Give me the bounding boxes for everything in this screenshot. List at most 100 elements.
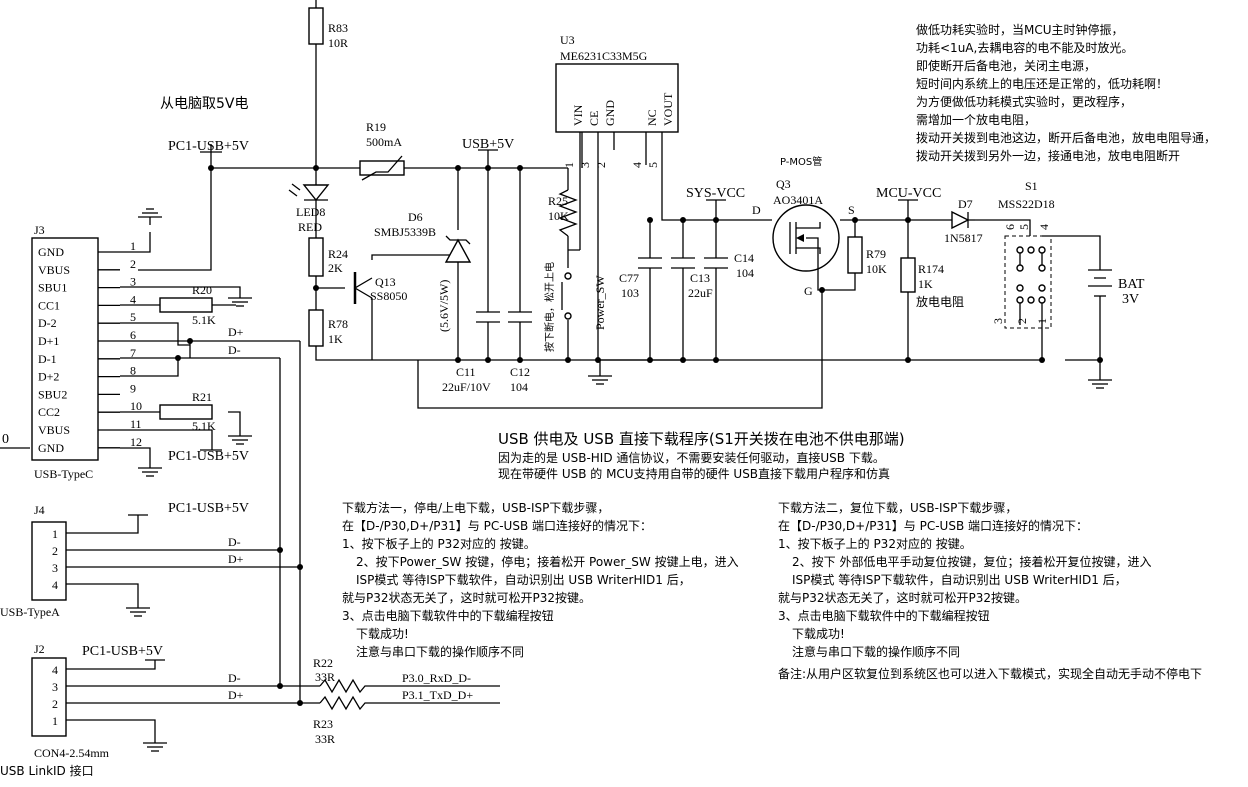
svg-text:MSS22D18: MSS22D18 <box>998 197 1055 211</box>
svg-text:5: 5 <box>646 162 660 168</box>
transistor-q13: Q13 SS8050 <box>353 272 407 304</box>
svg-text:G: G <box>804 284 813 298</box>
svg-text:2: 2 <box>594 162 608 168</box>
resistor-r22: R22 33R <box>313 656 370 694</box>
resistor-r83: R83 10R <box>308 7 348 50</box>
net-labels: 从电脑取5V电 PC1-USB+5V USB+5V SYS-VCC MCU-VC… <box>2 96 941 702</box>
resistor-r78: R78 1K <box>308 309 348 347</box>
svg-text:3V: 3V <box>1122 292 1139 307</box>
svg-text:C77: C77 <box>619 271 639 285</box>
pin-name: D-1 <box>38 352 57 366</box>
svg-text:VOUT: VOUT <box>661 92 675 126</box>
svg-text:R83: R83 <box>328 21 348 35</box>
note-line: 做低功耗实验时，当MCU主时钟停振， <box>916 22 1124 37</box>
svg-text:R21: R21 <box>192 390 212 404</box>
svg-text:R174: R174 <box>918 262 944 276</box>
pmos-q3: P-MOS管 Q3 AO3401A D S G <box>752 155 855 298</box>
svg-text:500mA: 500mA <box>366 135 402 149</box>
capacitor-c12: C12 104 <box>508 311 532 394</box>
svg-text:C14: C14 <box>734 251 754 265</box>
svg-text:CON4-2.54mm: CON4-2.54mm <box>34 746 110 760</box>
note-line: 2、按下 外部低电平手动复位按键，复位；接着松开复位按键，进入 <box>792 554 1151 569</box>
ground-icon <box>587 367 613 385</box>
svg-text:R79: R79 <box>866 247 886 261</box>
note-line: 就与P32状态无关了，这时就可松开P32按键。 <box>342 590 591 605</box>
note-top-right: 做低功耗实验时，当MCU主时钟停振，功耗<1uA,去耦电容的电不能及时放光。即使… <box>916 22 1216 163</box>
ground-icon <box>227 427 253 445</box>
note-line: 在【D-/P30,D+/P31】与 PC-USB 端口连接好的情况下： <box>342 518 652 533</box>
svg-text:5: 5 <box>1017 224 1031 230</box>
svg-text:C11: C11 <box>456 365 476 379</box>
svg-text:D+: D+ <box>228 552 244 566</box>
pin-name: SBU2 <box>38 387 67 401</box>
pin-number: 5 <box>130 310 136 324</box>
svg-text:22uF: 22uF <box>688 286 713 300</box>
note-line: 在【D-/P30,D+/P31】与 PC-USB 端口连接好的情况下： <box>778 518 1088 533</box>
svg-text:USB-TypeA: USB-TypeA <box>0 605 60 619</box>
svg-text:1: 1 <box>562 162 576 168</box>
svg-text:Power_SW: Power_SW <box>593 275 607 330</box>
svg-text:MCU-VCC: MCU-VCC <box>876 186 941 201</box>
svg-text:104: 104 <box>510 380 528 394</box>
svg-text:D+: D+ <box>228 325 244 339</box>
svg-text:1: 1 <box>52 714 58 728</box>
resistor-r21: R21 5.1K <box>159 390 216 433</box>
note-download-method-1: 下载方法一，停电/上电下载，USB-ISP下载步骤，在【D-/P30,D+/P3… <box>342 500 739 659</box>
svg-text:CE: CE <box>587 111 601 126</box>
svg-text:RED: RED <box>298 220 322 234</box>
svg-text:1K: 1K <box>918 277 933 291</box>
note-line: 2、按下Power_SW 按键，停电；接着松开 Power_SW 按键上电，进入 <box>356 554 739 569</box>
svg-text:P3.1_TxD_D+: P3.1_TxD_D+ <box>402 688 473 702</box>
note-line: 1、按下板子上的 P32对应的 按键。 <box>342 536 536 551</box>
junction-dots <box>175 165 1103 706</box>
note-line: ISP模式 等待ISP下载软件，自动识别出 USB WriterHID1 后， <box>792 573 1127 587</box>
svg-text:U3: U3 <box>560 33 575 47</box>
svg-text:VIN: VIN <box>571 104 585 126</box>
resistor-r25: R25 10K <box>548 189 578 237</box>
svg-text:2: 2 <box>1015 318 1029 324</box>
note-line: 功耗<1uA,去耦电容的电不能及时放光。 <box>916 40 1133 55</box>
svg-text:2: 2 <box>52 544 58 558</box>
pin-name: D+2 <box>38 370 59 384</box>
note-line: 拨动开关拨到电池这边，断开后备电池，放电电阻导通， <box>916 130 1216 145</box>
svg-text:放电电阻: 放电电阻 <box>916 294 964 309</box>
power-switch: Power_SW 按下断电，松开上电 <box>543 262 607 352</box>
svg-text:3: 3 <box>52 561 58 575</box>
svg-text:LED8: LED8 <box>296 205 325 219</box>
svg-text:D: D <box>752 203 761 217</box>
svg-text:D-: D- <box>228 671 241 685</box>
svg-text:SMBJ5339B: SMBJ5339B <box>374 225 436 239</box>
note-line: 3、点击电脑下载软件中的下载编程按钮 <box>342 608 554 623</box>
svg-text:P3.0_RxD_D-: P3.0_RxD_D- <box>402 671 471 685</box>
svg-text:PC1-USB+5V: PC1-USB+5V <box>168 501 249 516</box>
note-line: 注意与串口下载的操作顺序不同 <box>356 644 524 659</box>
svg-text:Q13: Q13 <box>375 275 396 289</box>
note-line: 就与P32状态无关了，这时就可松开P32按键。 <box>778 590 1027 605</box>
pin-number: 11 <box>130 417 142 431</box>
svg-text:10K: 10K <box>548 209 569 223</box>
svg-text:P-MOS管: P-MOS管 <box>780 155 822 168</box>
pin-name: VBUS <box>38 263 70 277</box>
svg-text:33R: 33R <box>315 670 335 684</box>
capacitor-c11: C11 22uF/10V <box>442 311 500 394</box>
svg-text:BAT: BAT <box>1118 277 1145 292</box>
capacitor-c13: C13 22uF <box>671 257 713 300</box>
note-line: 短时间内系统上的电压还是正常的，低功耗啊！ <box>916 76 1168 91</box>
diode-d7: D7 1N5817 <box>944 197 983 245</box>
svg-text:PC1-USB+5V: PC1-USB+5V <box>82 644 163 659</box>
svg-text:4: 4 <box>52 663 58 677</box>
svg-text:10K: 10K <box>866 262 887 276</box>
capacitor-c77: C77 103 <box>619 257 662 300</box>
svg-text:6: 6 <box>1003 224 1017 230</box>
resistor-r174: R174 1K 放电电阻 <box>900 257 964 309</box>
ground-icon <box>227 289 253 307</box>
pin-name: CC2 <box>38 405 60 419</box>
battery-bat: BAT 3V <box>1088 269 1145 307</box>
svg-text:2K: 2K <box>328 261 343 275</box>
resistor-r20: R20 5.1K <box>159 283 216 327</box>
pin-name: GND <box>38 441 64 455</box>
svg-text:0: 0 <box>2 432 9 447</box>
pin-number: 4 <box>130 292 136 306</box>
